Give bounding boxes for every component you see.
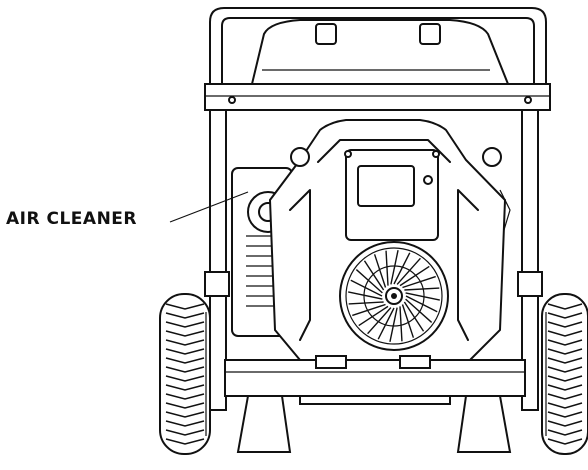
air-cleaner-label: AIR CLEANER	[6, 209, 137, 229]
flywheel-fan	[339, 241, 449, 351]
right-wheel	[541, 293, 588, 455]
upper-crossbar	[204, 83, 551, 111]
base-frame	[224, 355, 526, 453]
fuel-tank	[250, 19, 510, 85]
top-frame	[209, 7, 547, 86]
left-wheel	[159, 293, 211, 455]
side-rails	[204, 109, 543, 411]
callout-leader	[169, 191, 249, 223]
engine-panel	[344, 149, 440, 241]
